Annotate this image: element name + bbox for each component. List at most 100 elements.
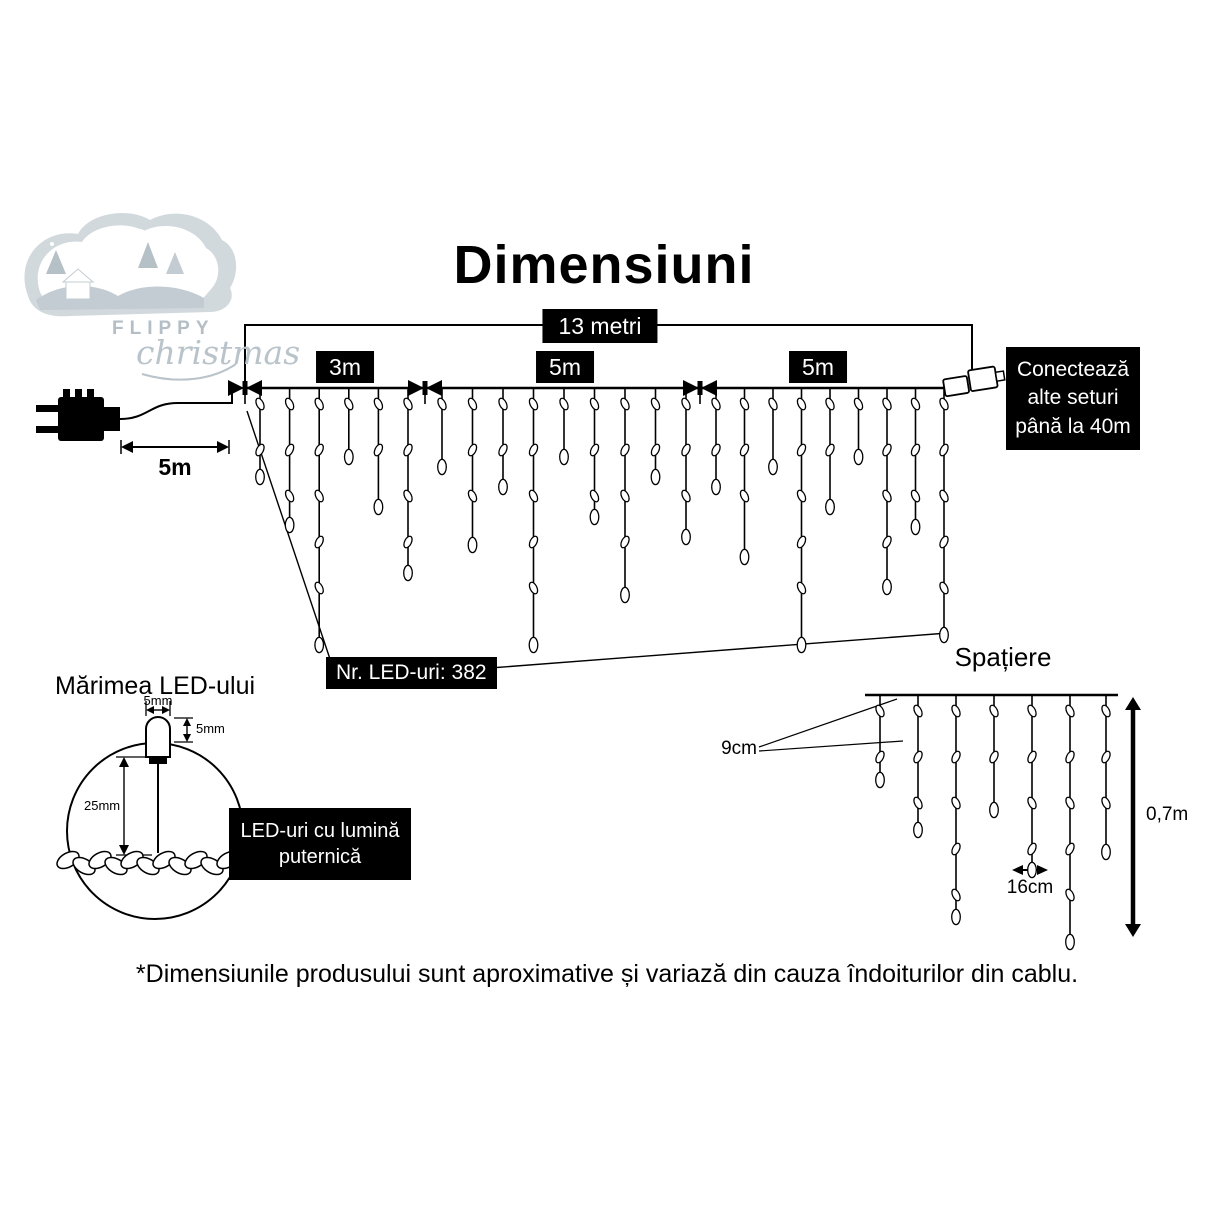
led-bulb-icon — [314, 535, 324, 549]
led-bulb-icon — [255, 443, 265, 457]
led-bulb-icon — [314, 581, 324, 595]
led-bulb-icon — [939, 581, 949, 595]
led-bulb-icon — [875, 771, 885, 789]
led-bulb-icon — [528, 397, 539, 411]
led-bulb-icon — [528, 636, 539, 654]
led-bulb-icon — [951, 704, 961, 718]
led-bulb-icon — [284, 443, 295, 457]
led-bulb-icon — [768, 458, 778, 476]
led-bulb-icon — [403, 535, 413, 549]
led-gap-label: 9cm — [721, 738, 757, 759]
logo-script-text: christmas — [136, 333, 301, 372]
led-bulb-icon — [1027, 750, 1037, 764]
led-bulb-icon — [403, 443, 413, 457]
led-bulb-icon — [1065, 796, 1075, 810]
led-bulb-icon — [528, 489, 539, 503]
power-plug-icon — [36, 389, 233, 441]
disclaimer-text: *Dimensiunile produsului sunt aproximati… — [135, 960, 1079, 988]
total-length-label: 13 metri — [542, 309, 658, 344]
led-bulb-icon — [951, 908, 961, 926]
led-bulb-icon — [373, 498, 384, 516]
led-bulb-icon — [910, 397, 921, 411]
drop-height-label: 0,7m — [1146, 804, 1189, 825]
led-bulb-icon — [853, 397, 864, 411]
led-bulb-icon — [437, 397, 447, 411]
led-bulb-icon — [825, 498, 835, 516]
led-bulb-icon — [559, 397, 569, 411]
lead-length-label: 5m — [158, 454, 192, 480]
led-bulb-icon — [939, 397, 949, 411]
wire-clip-icon — [683, 380, 699, 396]
house-roof-icon — [61, 268, 95, 283]
led-bulb-icon — [528, 535, 539, 549]
led-bulb-icon — [1027, 842, 1037, 856]
led-bulb-icon — [1101, 796, 1111, 810]
drop-height-arrow — [1125, 697, 1141, 937]
led-bulb-icon — [284, 516, 295, 534]
led-bulb-icon — [620, 489, 630, 503]
led-bulb-icon — [589, 397, 600, 411]
page-title: Dimensiuni — [453, 235, 755, 295]
led-bulb-icon — [882, 489, 892, 503]
extension-note-box: Conectează alte seturi până la 40m — [1006, 347, 1140, 451]
led-bulb-icon — [467, 443, 478, 457]
led-bulb-icon — [739, 548, 750, 566]
led-bulb-icon — [589, 508, 600, 526]
led-bulb-icon — [739, 397, 750, 411]
wire-clip-icon — [422, 381, 428, 395]
gap-leader-line — [758, 740, 904, 752]
bulb-total-height-arrow — [116, 756, 152, 856]
led-bulb-icon — [1101, 704, 1111, 718]
led-bulb-icon — [989, 801, 999, 819]
led-size-section-title: Mărimea LED-ului — [55, 672, 256, 700]
led-bulb-icon — [1065, 704, 1075, 718]
led-bulb-icon — [875, 750, 885, 764]
led-bulb-icon — [910, 518, 921, 536]
led-bulb-icon — [373, 397, 384, 411]
lead-length-arrow — [120, 440, 230, 454]
led-bulb-icon — [739, 443, 750, 457]
led-bulb-icon — [650, 468, 661, 486]
led-bulb-icon — [467, 397, 478, 411]
led-count-leader-right — [489, 632, 949, 669]
led-bulb-icon — [913, 750, 923, 764]
led-bulb-icon — [796, 397, 807, 411]
led-bulb-icon — [1101, 843, 1111, 861]
led-bulb-icon — [711, 397, 721, 411]
led-bulb-icon — [768, 397, 778, 411]
led-bulb-icon — [1027, 704, 1037, 718]
tree-icon — [46, 250, 66, 274]
logo-flourish — [141, 363, 237, 381]
led-bulb-icon — [711, 443, 721, 457]
bulb-total-height-label: 25mm — [84, 798, 121, 813]
wire-clip-icon — [246, 380, 262, 396]
segment-length-label-3: 5m — [789, 351, 847, 384]
led-bulb-icon — [882, 578, 892, 596]
led-brightness-note-line: puternică — [278, 846, 362, 868]
led-bulb-icon — [589, 489, 600, 503]
extension-connector-icon — [942, 365, 1006, 398]
led-bulb-icon — [711, 478, 721, 496]
bulb-width-arrow — [145, 701, 171, 716]
led-bulb-icon — [882, 443, 892, 457]
drop-gap-label: 16cm — [1006, 877, 1054, 898]
led-bulb-icon — [344, 397, 354, 411]
led-size-circle — [66, 742, 244, 920]
led-bulb-icon — [951, 842, 961, 856]
led-bulb-icon — [796, 535, 807, 549]
bulb-width-label: 5mm — [143, 693, 173, 708]
wire-clip-icon — [408, 380, 424, 396]
led-bulb-icon — [989, 704, 999, 718]
led-bulb-icon — [1065, 750, 1075, 764]
segment-length-label-1: 3m — [316, 351, 374, 384]
led-bulb-icon — [1065, 842, 1075, 856]
led-bulb-icon — [825, 397, 835, 411]
led-bulb-icon — [681, 397, 691, 411]
led-bulb-icon — [796, 581, 807, 595]
generated-lights — [56, 380, 1111, 951]
extension-note-line: până la 40m — [1015, 414, 1131, 438]
tree-icon — [138, 242, 158, 268]
bulb-cap-height-arrow — [174, 717, 193, 743]
led-bulb-icon — [314, 636, 325, 654]
led-bulb-icon — [913, 796, 923, 810]
